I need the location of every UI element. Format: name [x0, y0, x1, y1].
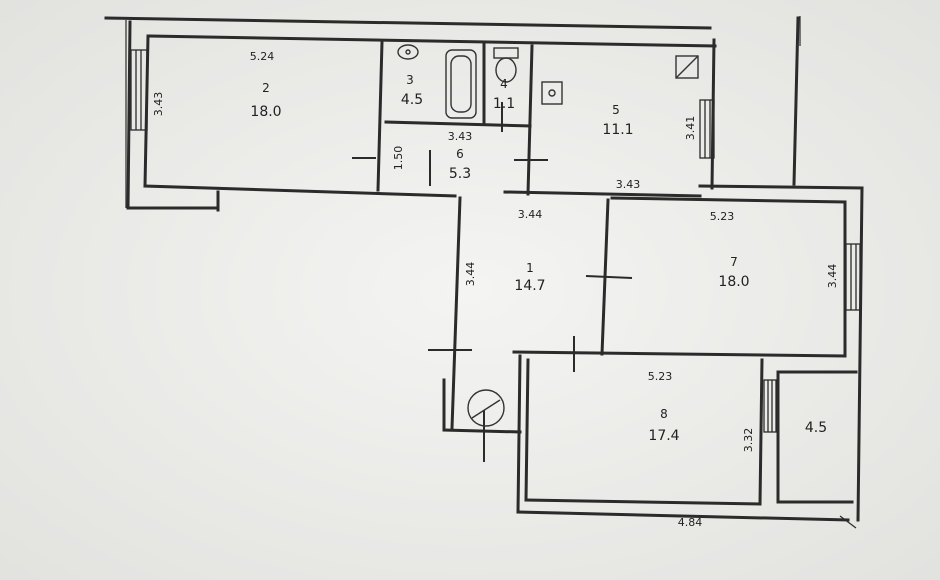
room-3-area: 4.5 — [401, 92, 423, 108]
dim-room2-width: 5.24 — [250, 50, 275, 63]
wall-entry-bottom — [442, 428, 522, 434]
walls — [104, 16, 864, 522]
dim-room1-depth: 3.44 — [464, 262, 477, 287]
balcony-area: 4.5 — [805, 420, 827, 436]
toilet-icon — [493, 47, 519, 83]
wall-room7-top-inner — [610, 196, 847, 204]
wall-room8-left — [516, 354, 522, 514]
wall-kitchen-bottom — [503, 190, 702, 198]
fixtures — [397, 44, 699, 427]
room-2-number: 2 — [262, 81, 270, 95]
wall-bottom-outer — [516, 510, 850, 522]
room-1-number: 1 — [526, 261, 534, 275]
stair-icon — [467, 389, 505, 427]
dim-bottom-width: 4.84 — [678, 516, 703, 529]
door-room7 — [585, 275, 633, 279]
sink-icon — [397, 44, 419, 60]
outer-wall-top — [104, 16, 712, 30]
window-room8 — [763, 379, 777, 433]
room-8-number: 8 — [660, 407, 668, 421]
window-room7 — [845, 243, 861, 311]
thin-line-3 — [839, 515, 857, 529]
dim-room2-depth: 3.43 — [152, 92, 165, 117]
dim-room7-depth: 3.44 — [826, 264, 839, 289]
dim-room7-width: 5.23 — [710, 210, 735, 223]
dim-room8-width: 5.23 — [648, 370, 673, 383]
windows — [130, 49, 861, 433]
wall-right-outer — [856, 186, 864, 522]
window-kitchen — [699, 99, 715, 159]
wall-room8-left-inner — [524, 358, 530, 502]
wall-corridor-left — [450, 196, 462, 430]
boiler-icon — [675, 55, 699, 79]
room-4-area: 1.1 — [493, 96, 515, 112]
wall-room1-bottom — [512, 350, 847, 358]
thin-lines — [125, 16, 857, 529]
room-5-number: 5 — [612, 103, 620, 117]
room-5-area: 11.1 — [602, 122, 633, 138]
dimension-labels: 5.24 3.43 3.43 1.50 3.41 3.43 3.44 3.44 … — [152, 50, 839, 529]
room-1-area: 14.7 — [514, 278, 545, 294]
dim-room6-depth: 1.50 — [392, 146, 405, 171]
room-7-area: 18.0 — [718, 274, 749, 290]
room-8-area: 17.4 — [648, 428, 679, 444]
room-labels: 2 18.0 3 4.5 4 1.1 5 11.1 6 5.3 1 14.7 7… — [250, 73, 827, 444]
wall-loggia-right — [792, 16, 800, 186]
wall-room8-bottom — [524, 498, 762, 506]
room-7-number: 7 — [730, 255, 738, 269]
room-4-number: 4 — [500, 77, 508, 91]
bathtub-icon — [445, 49, 477, 119]
wall-room7-top — [698, 184, 864, 190]
dim-room6-width: 3.43 — [448, 130, 473, 143]
dim-room8-depth: 3.32 — [742, 428, 755, 453]
room-6-area: 5.3 — [449, 166, 471, 182]
door-marks — [352, 102, 633, 462]
window-room2 — [130, 49, 148, 131]
wall-wc-right — [526, 44, 534, 196]
dim-room5-width: 3.43 — [616, 178, 641, 191]
wall-bath-bottom — [384, 120, 532, 128]
room-3-number: 3 — [406, 73, 414, 87]
outer-wall-top-inner — [148, 34, 717, 48]
room-2-area: 18.0 — [250, 104, 281, 120]
wall-room2-right — [376, 40, 384, 192]
dim-room1-width: 3.44 — [518, 208, 543, 221]
stove-icon — [541, 81, 563, 105]
outer-wall-left — [126, 20, 132, 210]
wall-kitchen-right — [710, 38, 716, 190]
wall-room2-bottom — [143, 184, 457, 198]
dim-room5-depth: 3.41 — [684, 116, 697, 141]
wall-room8-right — [758, 358, 764, 506]
room-6-number: 6 — [456, 147, 464, 161]
